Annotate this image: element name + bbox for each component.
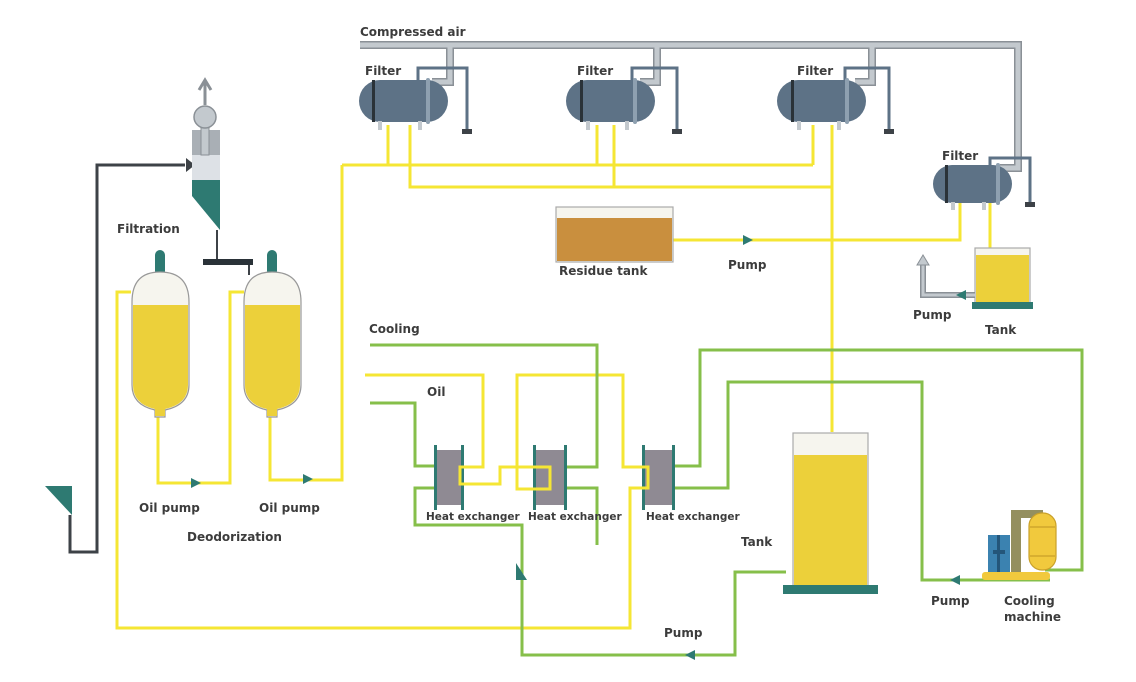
label-heat-exchanger: Heat exchanger <box>646 511 740 523</box>
label-cooling-machine: Cooling <box>1004 594 1055 608</box>
feed-line <box>68 163 185 554</box>
label-filter: Filter <box>365 64 401 78</box>
oil-pump-arrow-icon <box>191 478 201 488</box>
label-pump: Pump <box>664 626 703 640</box>
label-oil-pump: Oil pump <box>259 501 320 515</box>
filtration-unit <box>192 77 253 275</box>
hopper-icon <box>45 486 72 515</box>
heat-exchanger-1 <box>434 445 464 510</box>
oil-pipe-overlay <box>458 465 650 491</box>
compressed-air-pipe <box>360 41 1022 172</box>
vent-line <box>416 66 1032 203</box>
oil-pump-arrow-icon <box>303 474 313 484</box>
pump-arrow-icon <box>950 575 960 585</box>
label-heat-exchanger: Heat exchanger <box>528 511 622 523</box>
label-residue-tank: Residue tank <box>559 264 648 278</box>
small-tank <box>916 247 1033 309</box>
label-filtration: Filtration <box>117 222 180 236</box>
label-tank: Tank <box>741 535 773 549</box>
label-filter: Filter <box>577 64 613 78</box>
deodorization-tank-1 <box>131 250 190 418</box>
label-pump: Pump <box>728 258 767 272</box>
oil-pipe-filters <box>342 125 834 432</box>
residue-tank <box>555 206 674 263</box>
label-cooling-machine: machine <box>1004 610 1061 624</box>
oil-pipe-residue <box>673 200 992 250</box>
deodorization-tank-2 <box>243 250 302 418</box>
filter-4 <box>933 163 1012 210</box>
cooling-pipe <box>370 343 786 657</box>
filter-1 <box>359 78 448 130</box>
label-filter: Filter <box>797 64 833 78</box>
label-pump: Pump <box>931 594 970 608</box>
vent-caps <box>462 129 1035 207</box>
label-tank: Tank <box>985 323 1017 337</box>
oil-pipe-heat-exchangers <box>365 373 648 491</box>
cooling-machine <box>982 510 1057 580</box>
filter-2 <box>566 78 655 130</box>
label-heat-exchanger: Heat exchanger <box>426 511 520 523</box>
label-compressed-air: Compressed air <box>360 25 466 39</box>
label-oil: Oil <box>427 385 445 399</box>
storage-tank <box>783 432 878 594</box>
flow-arrow-icon <box>516 563 527 580</box>
label-cooling: Cooling <box>369 322 420 336</box>
label-filter: Filter <box>942 149 978 163</box>
filter-3 <box>777 78 866 130</box>
pump-arrow-icon <box>685 650 695 660</box>
arrow-icon <box>186 158 195 172</box>
heat-exchanger-3 <box>642 445 675 510</box>
label-oil-pump: Oil pump <box>139 501 200 515</box>
label-pump: Pump <box>913 308 952 322</box>
pump-arrow-icon <box>743 235 753 245</box>
label-deodorization: Deodorization <box>187 530 282 544</box>
cooling-pipe-machine <box>672 348 1084 582</box>
